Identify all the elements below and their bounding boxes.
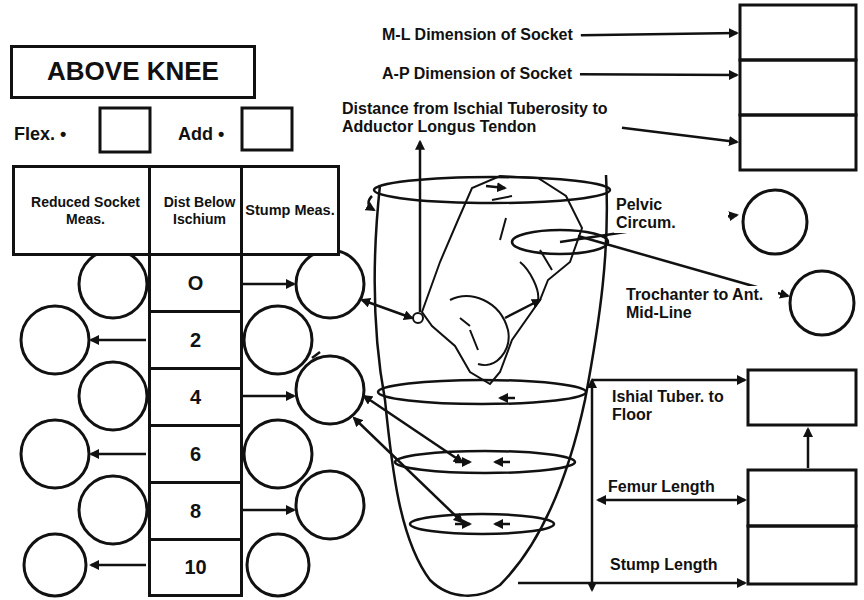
title-box: ABOVE KNEE	[10, 45, 256, 99]
header-box: Reduced Socket Meas.	[12, 165, 159, 256]
leader-arrow	[622, 128, 737, 142]
box-text: 4	[190, 386, 201, 409]
distance-cell: 2	[148, 310, 243, 370]
box-text: O	[188, 272, 204, 295]
measurement-label: A-P Dimension of Socket	[380, 65, 574, 83]
box-text: Dist Below Ischium	[151, 194, 248, 226]
leader-arrow	[581, 33, 737, 35]
distance-cell: 6	[148, 424, 243, 484]
box-text: 10	[184, 556, 206, 579]
distance-cell: 10	[148, 538, 243, 597]
leader-arrow	[419, 142, 422, 312]
thigh-outline	[368, 175, 610, 596]
distance-cell: 4	[148, 367, 243, 427]
measurement-label: Flex. •	[12, 124, 68, 145]
measurement-label: Stump Length	[608, 556, 720, 574]
box-text: ABOVE KNEE	[47, 57, 219, 87]
box-text: 8	[190, 500, 201, 523]
leader-arrow	[580, 73, 737, 76]
box-text: 6	[190, 443, 201, 466]
pelvis-bone	[413, 176, 582, 384]
measurement-label: M-L Dimension of Socket	[380, 26, 575, 44]
box-text: Stump Meas.	[245, 202, 334, 219]
measure-arrows	[354, 186, 808, 590]
distance-cell: 8	[148, 481, 243, 541]
measurement-label: Pelvic Circum.	[614, 196, 728, 233]
measurement-label: Ishial Tuber. to Floor	[610, 388, 739, 425]
box-text: Reduced Socket Meas.	[15, 194, 156, 226]
header-box: Stump Meas.	[240, 165, 340, 256]
measurement-label: Femur Length	[606, 478, 717, 496]
row-arrows	[91, 284, 320, 565]
measurement-label: Trochanter to Ant. Mid-Line	[624, 286, 778, 323]
box-text: 2	[190, 329, 201, 352]
header-box: Dist Below Ischium	[148, 165, 251, 256]
measurement-label: Distance from Ischial Tuberosity to Addu…	[340, 100, 616, 137]
measurement-label: Add •	[176, 124, 226, 145]
distance-cell: O	[148, 253, 243, 313]
